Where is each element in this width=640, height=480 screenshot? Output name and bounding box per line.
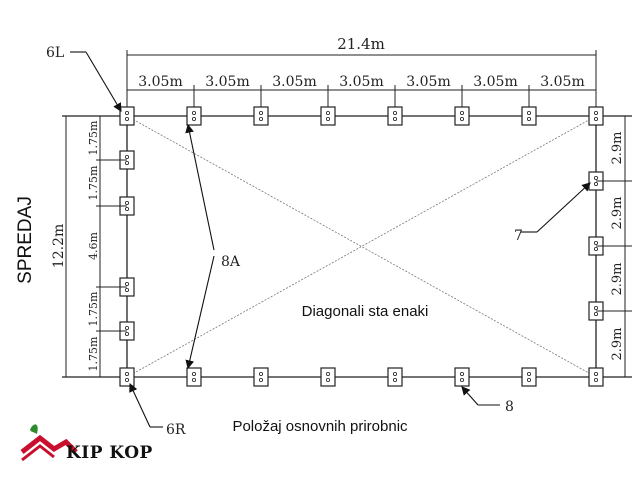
right-spacing-label-3: 2.9m bbox=[610, 327, 625, 360]
top-spacing-label-2: 3.05m bbox=[272, 74, 316, 90]
bottom-plate-1 bbox=[186, 367, 202, 387]
callout-7: 7 bbox=[514, 228, 523, 244]
left-spacing-label-3: 1.75m bbox=[87, 291, 100, 326]
callout-6r: 6R bbox=[166, 422, 186, 438]
right-spacing-labels: 2.9m 2.9m 2.9m 2.9m bbox=[610, 131, 625, 360]
top-plate-6 bbox=[521, 106, 537, 126]
bottom-plate-4 bbox=[387, 367, 403, 387]
side-label-spredaj: SPREDAJ bbox=[15, 196, 36, 284]
top-spacing-label-4: 3.05m bbox=[406, 74, 450, 90]
right-dimension-lines bbox=[596, 116, 632, 377]
total-width-label: 21.4m bbox=[337, 35, 385, 53]
top-plate-5 bbox=[454, 106, 470, 126]
right-spacing-label-1: 2.9m bbox=[610, 196, 625, 229]
bottom-plate-3 bbox=[320, 367, 336, 387]
top-plate-7 bbox=[588, 106, 604, 126]
top-spacing-label-5: 3.05m bbox=[473, 74, 517, 90]
right-spacing-label-0: 2.9m bbox=[610, 131, 625, 164]
bottom-plate-5 bbox=[454, 367, 470, 387]
callout-6l: 6L bbox=[46, 45, 64, 61]
left-spacing-label-1: 1.75m bbox=[87, 165, 100, 200]
top-spacing-labels: 3.05m 3.05m 3.05m 3.05m 3.05m 3.05m 3.05m bbox=[138, 74, 584, 90]
left-dimension-lines bbox=[65, 116, 127, 377]
right-spacing-label-2: 2.9m bbox=[610, 262, 625, 295]
top-plate-4 bbox=[387, 106, 403, 126]
bottom-plate-0 bbox=[119, 367, 135, 387]
house-leaf-icon bbox=[20, 424, 78, 462]
left-spacing-labels: 1.75m 1.75m 4.6m 1.75m 1.75m bbox=[87, 120, 100, 371]
diagonals bbox=[126, 115, 597, 378]
center-label: Diagonali sta enaki bbox=[302, 303, 429, 320]
top-plate-2 bbox=[253, 106, 269, 126]
top-total-dimension bbox=[126, 50, 597, 116]
bottom-plate-2 bbox=[253, 367, 269, 387]
top-plate-0 bbox=[119, 106, 135, 126]
left-spacing-label-4: 1.75m bbox=[87, 336, 100, 371]
callout-lines bbox=[70, 51, 591, 428]
bottom-plate-6 bbox=[521, 367, 537, 387]
top-plate-3 bbox=[320, 106, 336, 126]
diagram-caption: Položaj osnovnih prirobnic bbox=[232, 418, 408, 435]
top-spacing-label-1: 3.05m bbox=[205, 74, 249, 90]
top-spacing-label-3: 3.05m bbox=[339, 74, 383, 90]
top-spacing-label-0: 3.05m bbox=[138, 74, 182, 90]
bottom-plate-7 bbox=[588, 367, 604, 387]
left-spacing-label-2: 4.6m bbox=[87, 231, 100, 259]
logo-text: KIP KOP bbox=[66, 443, 153, 463]
callout-8a: 8A bbox=[221, 254, 241, 270]
top-plate-1 bbox=[186, 106, 202, 126]
base-plates bbox=[119, 106, 604, 387]
callout-8: 8 bbox=[505, 399, 514, 415]
left-spacing-label-0: 1.75m bbox=[87, 120, 100, 155]
building-outline bbox=[62, 115, 632, 378]
kipkop-logo bbox=[18, 422, 188, 470]
top-spacing-label-6: 3.05m bbox=[540, 74, 584, 90]
left-total-label: 12.2m bbox=[51, 224, 67, 268]
